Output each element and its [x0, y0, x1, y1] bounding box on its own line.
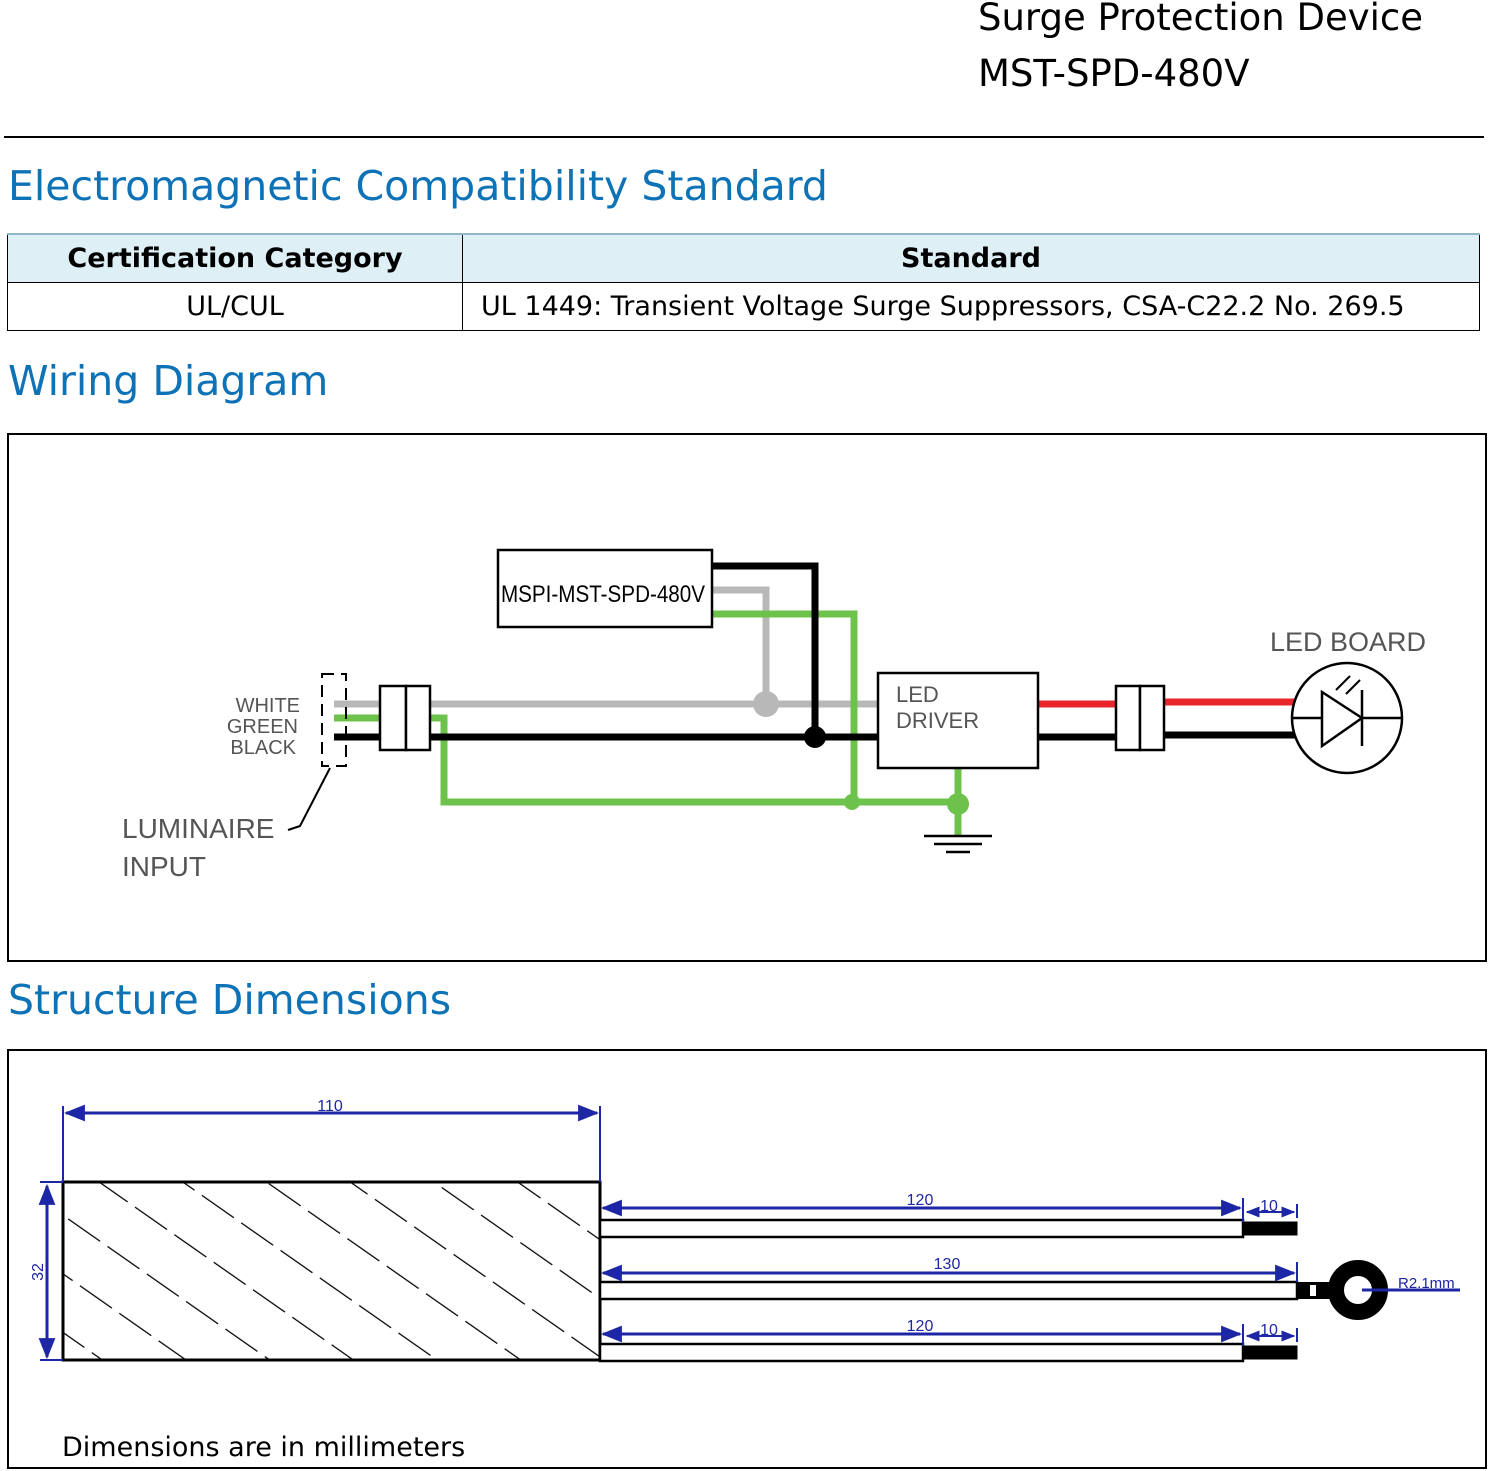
led-diode-icon	[1290, 661, 1404, 775]
section-title-emc: Electromagnetic Compatibility Standard	[8, 162, 828, 210]
lead-wires	[598, 1218, 1299, 1363]
wiring-diagram-frame	[7, 433, 1487, 962]
luminaire-input-bracket	[321, 673, 347, 767]
dimension-lines	[38, 1104, 1460, 1361]
wire-label-black: BLACK	[230, 737, 296, 759]
header-model-number: MST-SPD-480V	[978, 52, 1250, 95]
ground-junction	[947, 793, 969, 815]
luminaire-input-label-line1: LUMINAIRE	[122, 813, 274, 844]
white-junction	[753, 691, 779, 717]
led-board-label: LED BOARD	[1270, 627, 1426, 657]
dim-ring-radius: R2.1mm	[1398, 1275, 1455, 1292]
wire-label-white: WHITE	[236, 695, 300, 717]
table-cell-category: UL/CUL	[7, 282, 463, 331]
dim-strip-bottom: 10	[1260, 1322, 1278, 1339]
dim-wire-top: 120	[907, 1192, 934, 1209]
table-header-row: Certification Category Standard	[7, 233, 1480, 283]
table-header-standard: Standard	[462, 233, 1480, 283]
led-driver-box	[876, 671, 1040, 770]
black-junction	[804, 726, 826, 748]
structure-drawing: 110 32 120 10 130 120 10 R2.1mm Dimensio…	[30, 1098, 1460, 1463]
table-header-category: Certification Category	[7, 233, 463, 283]
led-driver-label-line1: LED	[896, 682, 939, 707]
wiring-diagram: MSPI-MST-SPD-480V LED DRIVER LED BOARD W…	[122, 548, 1426, 882]
spd-body-outline	[61, 1180, 602, 1362]
luminaire-input-label-line2: INPUT	[122, 851, 206, 882]
section-title-structure: Structure Dimensions	[8, 976, 452, 1024]
dim-body-length: 110	[317, 1098, 343, 1115]
wire-label-green: GREEN	[227, 716, 298, 738]
led-driver-label-line2: DRIVER	[896, 708, 979, 733]
red-wire	[1038, 698, 1296, 708]
section-title-wiring: Wiring Diagram	[8, 357, 329, 405]
white-wire	[334, 586, 878, 708]
ground-icon	[924, 834, 992, 854]
green-junction	[844, 794, 860, 810]
table-cell-standard: UL 1449: Transient Voltage Surge Suppres…	[462, 282, 1480, 331]
input-connector	[378, 684, 432, 752]
dim-strip-top: 10	[1260, 1198, 1278, 1215]
emc-standard-table: Certification Category Standard UL/CUL U…	[7, 233, 1480, 331]
spd-device-label: MSPI-MST-SPD-480V	[501, 581, 705, 608]
header-product-name: Surge Protection Device	[978, 0, 1423, 39]
output-connector	[1114, 684, 1166, 752]
header-divider	[4, 136, 1484, 138]
luminaire-leader-line	[287, 767, 331, 831]
dim-wire-bottom: 120	[907, 1318, 934, 1335]
spd-device-box	[496, 548, 714, 629]
dimensions-unit-note: Dimensions are in millimeters	[62, 1432, 465, 1463]
structure-diagram-frame	[7, 1049, 1487, 1469]
dim-wire-middle: 130	[934, 1256, 961, 1273]
black-wire	[334, 562, 1296, 741]
table-row: UL/CUL UL 1449: Transient Voltage Surge …	[7, 282, 1480, 331]
dim-body-height: 32	[30, 1263, 47, 1281]
